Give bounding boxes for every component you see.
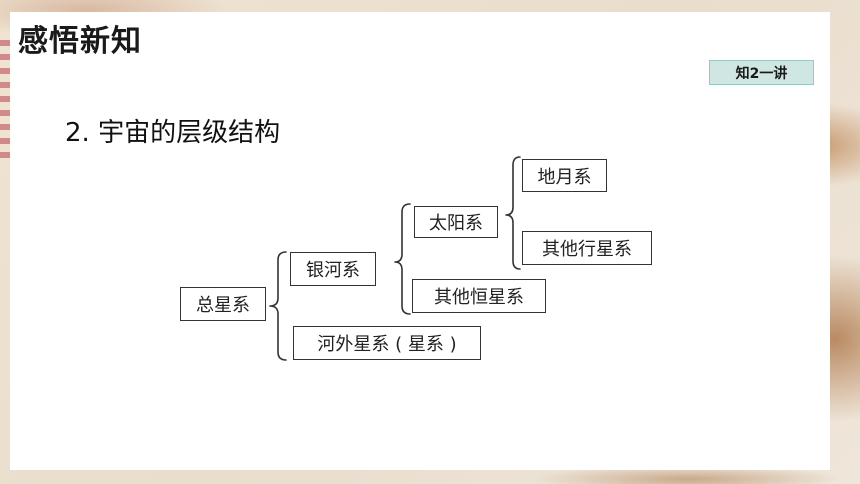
lesson-badge: 知2一讲 xyxy=(709,60,814,85)
slide-title: 感悟新知 xyxy=(18,24,142,59)
slide-panel xyxy=(10,12,830,470)
node-solar-system: 太阳系 xyxy=(414,206,498,238)
node-milky-way: 银河系 xyxy=(290,252,376,286)
section-heading: 2. 宇宙的层级结构 xyxy=(65,118,281,148)
node-other-planetary-systems: 其他行星系 xyxy=(522,231,652,265)
brace-solar-system xyxy=(505,156,521,270)
node-earth-moon-system: 地月系 xyxy=(522,159,607,192)
brace-milky-way xyxy=(394,203,411,315)
brace-root xyxy=(269,251,287,361)
node-extragalactic: 河外星系 ( 星系 ) xyxy=(293,326,481,360)
node-total-galaxy: 总星系 xyxy=(180,287,266,321)
node-other-star-systems: 其他恒星系 xyxy=(412,279,546,313)
